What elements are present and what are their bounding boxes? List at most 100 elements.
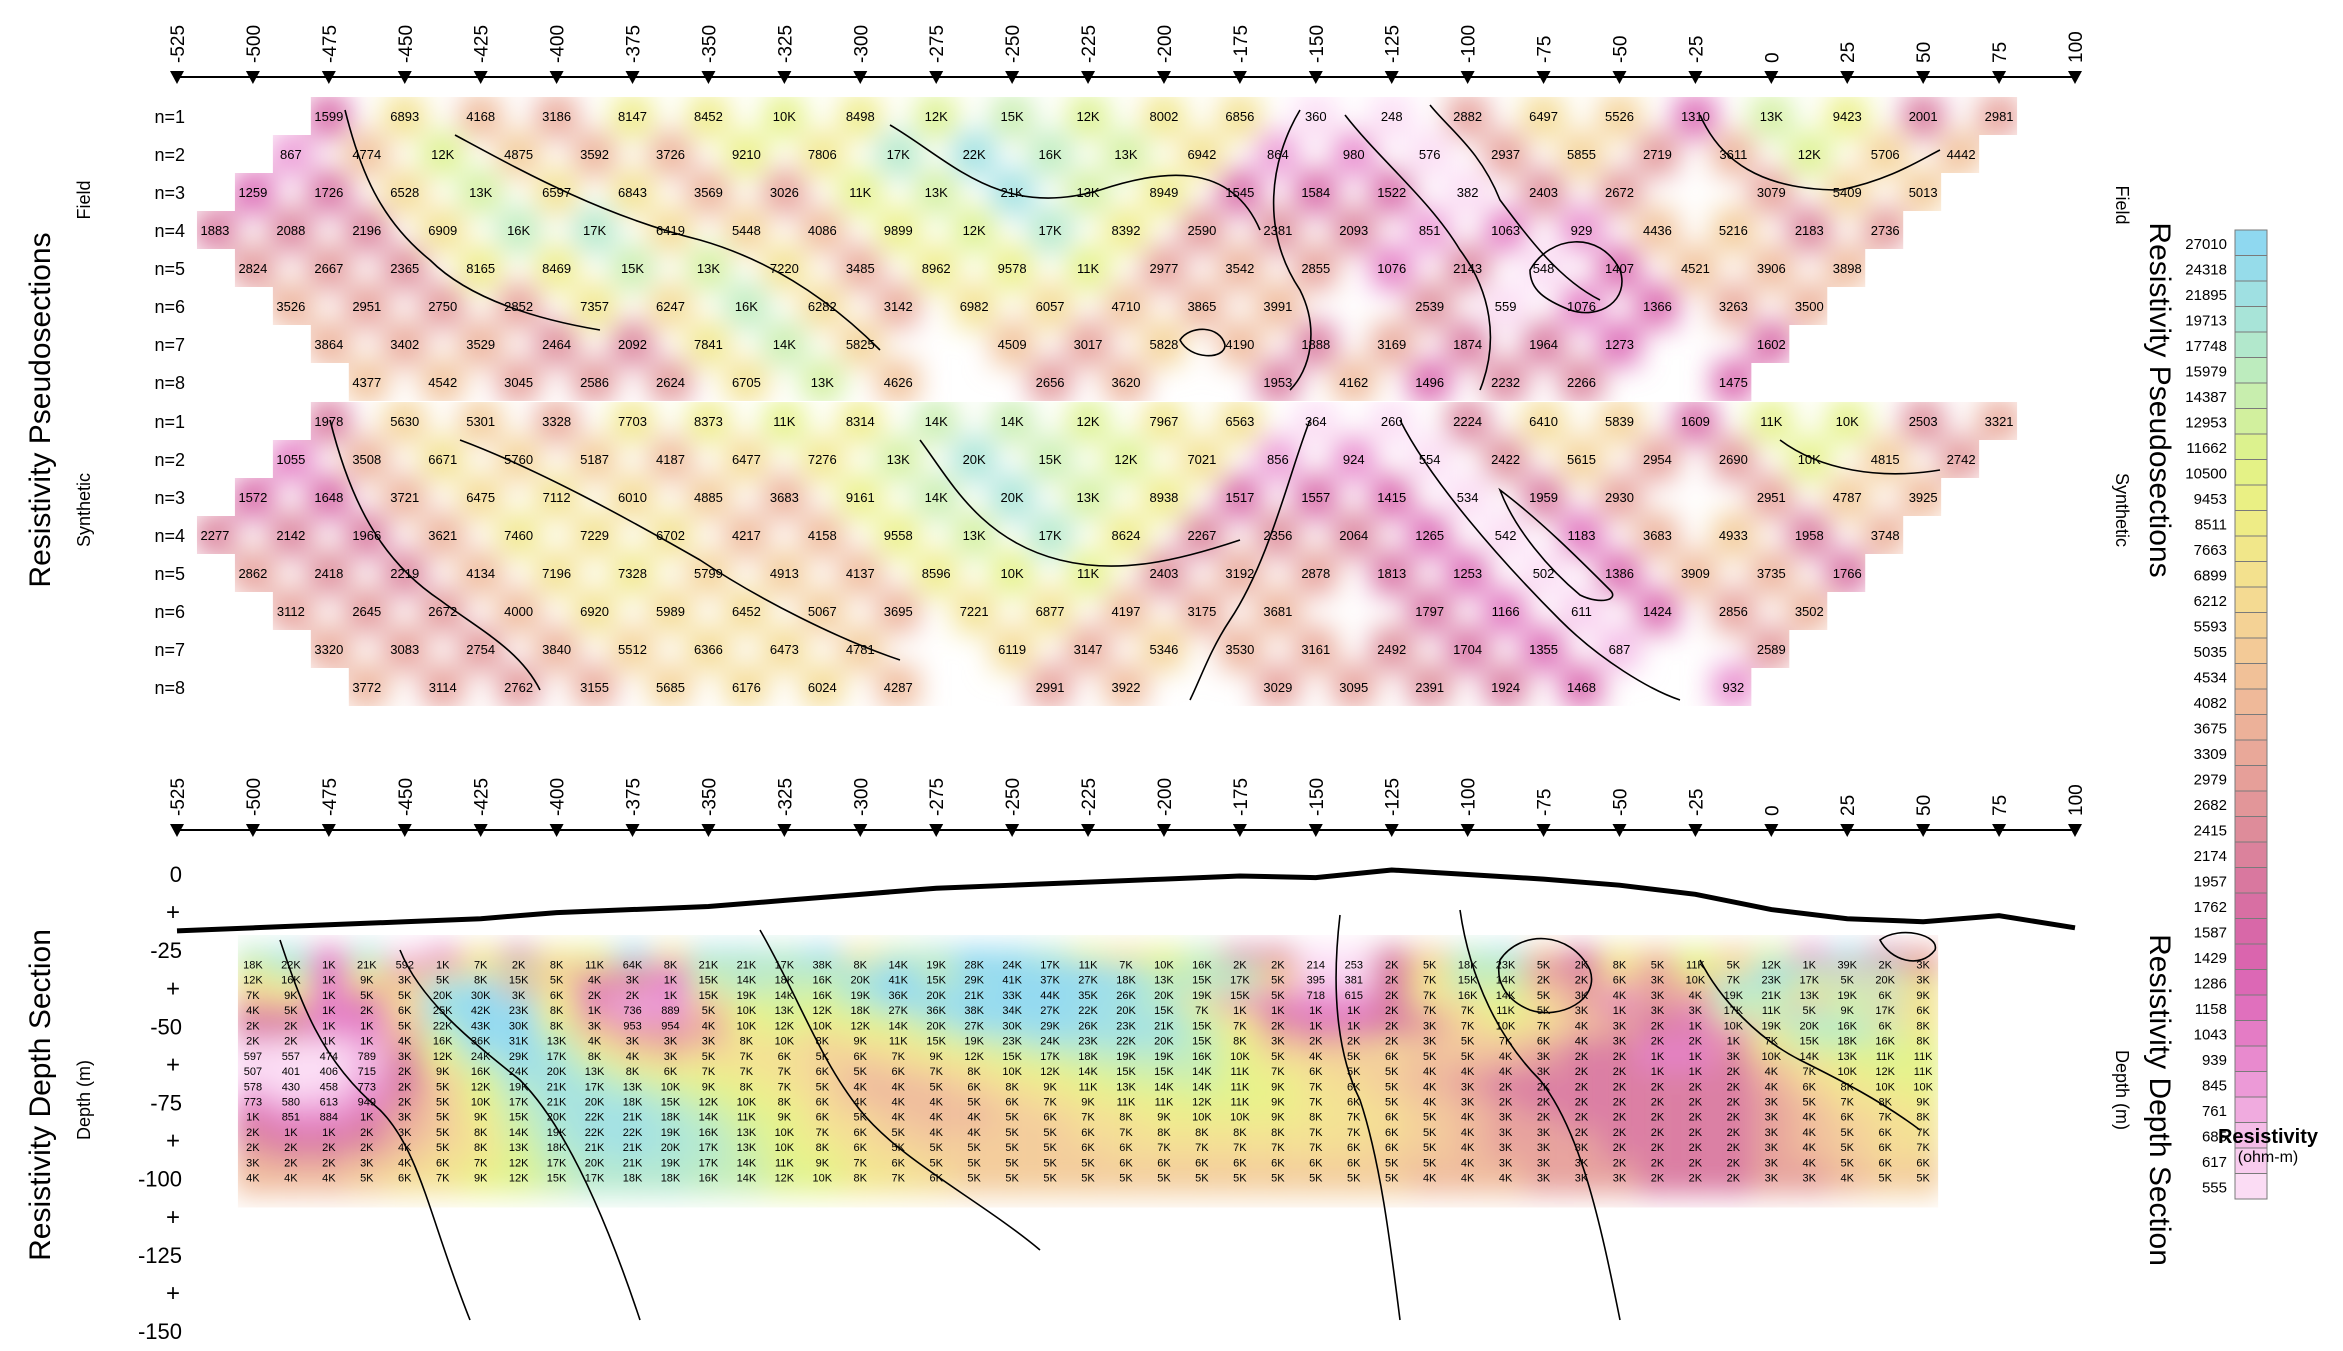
axis-tick-marker: [1460, 71, 1475, 84]
data-label: 2142: [276, 528, 305, 543]
data-label: 23K: [1496, 959, 1516, 971]
legend-swatch: [2234, 408, 2268, 435]
legend-swatch: [2234, 841, 2268, 868]
data-label: 6K: [1385, 1127, 1399, 1139]
data-label: 2K: [1385, 1020, 1399, 1032]
legend-value: 27010: [2185, 236, 2227, 253]
data-label: 5K: [1727, 959, 1741, 971]
data-label: 9578: [998, 261, 1027, 276]
depth-tick-label: -100: [138, 1167, 182, 1192]
data-label: 6K: [1195, 1157, 1209, 1169]
data-label: 2951: [352, 299, 381, 314]
data-label: 474: [320, 1051, 338, 1063]
data-label: 8K: [550, 1020, 564, 1032]
data-label: 2K: [1385, 975, 1399, 987]
data-label: 12K: [1040, 1066, 1060, 1078]
data-label: 7K: [1423, 1005, 1437, 1017]
data-label: 9899: [884, 223, 913, 238]
axis-tick-marker: [170, 824, 184, 837]
data-label: 5K: [1043, 1142, 1057, 1154]
data-label: 6K: [1081, 1127, 1095, 1139]
legend-value: 2682: [2194, 797, 2227, 814]
data-label: 6K: [436, 1157, 450, 1169]
data-label: 1063: [1491, 223, 1520, 238]
data-label: 1958: [1795, 528, 1824, 543]
data-label: 6247: [656, 299, 685, 314]
data-label: 13K: [925, 185, 948, 200]
data-label: 7K: [778, 1066, 792, 1078]
data-label: 7K: [1423, 975, 1437, 987]
contour-line: [1878, 931, 1937, 962]
data-label: 1K: [664, 990, 678, 1002]
data-label: 597: [244, 1051, 262, 1063]
data-label: 9K: [1043, 1081, 1057, 1093]
data-label: 20K: [1875, 975, 1895, 987]
data-label: 8K: [1119, 1112, 1133, 1124]
data-label: 4K: [702, 1020, 716, 1032]
data-label: 3500: [1795, 299, 1824, 314]
legend-value: 24318: [2185, 261, 2227, 278]
data-label: 2196: [352, 223, 381, 238]
data-label: 15K: [926, 1036, 946, 1048]
data-label: 3K: [246, 1157, 260, 1169]
data-label: 7K: [1765, 1036, 1779, 1048]
data-label: 2K: [1727, 1081, 1741, 1093]
data-label: 8K: [1195, 1127, 1209, 1139]
data-label: 4436: [1643, 223, 1672, 238]
data-label: 7K: [246, 990, 260, 1002]
data-label: 7460: [504, 528, 533, 543]
legend-value: 12953: [2185, 414, 2227, 431]
legend-value: 845: [2202, 1077, 2227, 1094]
data-label: 8K: [1841, 1081, 1855, 1093]
data-label: 6K: [929, 1173, 943, 1185]
data-label: 3898: [1833, 261, 1862, 276]
axis-tick-marker: [1916, 71, 1931, 84]
data-label: 13K: [547, 1036, 567, 1048]
data-label: 13K: [509, 1142, 529, 1154]
axis-tick-marker: [1081, 71, 1096, 84]
data-label: 8624: [1112, 528, 1141, 543]
data-label: 5K: [1841, 975, 1855, 987]
data-label: 19K: [1837, 990, 1857, 1002]
data-label: 502: [1533, 566, 1555, 581]
data-label: 8469: [542, 261, 571, 276]
data-label: 2K: [1689, 1081, 1703, 1093]
data-label: 1978: [314, 414, 343, 429]
axis-tick-marker: [1460, 824, 1475, 837]
data-label: 458: [320, 1081, 338, 1093]
data-label: 2590: [1187, 223, 1216, 238]
row-label: n=2: [154, 145, 185, 165]
data-label: 4K: [929, 1112, 943, 1124]
data-label: 736: [623, 1005, 641, 1017]
legend-swatch: [2234, 586, 2268, 613]
data-label: 9K: [1271, 1081, 1285, 1093]
data-label: 2492: [1377, 642, 1406, 657]
data-label: 4442: [1947, 147, 1976, 162]
data-label: 5989: [656, 604, 685, 619]
axis-tick-label: 25: [1838, 42, 1859, 63]
data-label: 13K: [1076, 185, 1099, 200]
depth-tick-label: +: [166, 899, 180, 926]
data-label: 7K: [1537, 1020, 1551, 1032]
data-label: 20K: [1116, 1005, 1136, 1017]
data-label: 9423: [1833, 109, 1862, 124]
data-label: 5K: [398, 990, 412, 1002]
data-label: 6410: [1529, 414, 1558, 429]
data-label: 14K: [1154, 1081, 1174, 1093]
data-label: 3K: [1651, 990, 1665, 1002]
data-label: 3K: [664, 1036, 678, 1048]
data-label: 3K: [398, 1112, 412, 1124]
data-label: 18K: [850, 1005, 870, 1017]
data-label: 5K: [1385, 1157, 1399, 1169]
data-label: 5K: [1081, 1173, 1095, 1185]
data-label: 2K: [1575, 1112, 1589, 1124]
data-label: 9K: [1271, 1097, 1285, 1109]
contour-line: [1344, 114, 1492, 391]
data-label: 10K: [1724, 1020, 1744, 1032]
data-label: 8K: [854, 1173, 868, 1185]
data-label: 18K: [243, 959, 263, 971]
data-label: 3K: [1575, 1005, 1589, 1017]
axis-tick-label: 100: [2066, 784, 2087, 816]
legend-swatch: [2234, 994, 2268, 1021]
data-label: 6K: [1385, 1051, 1399, 1063]
